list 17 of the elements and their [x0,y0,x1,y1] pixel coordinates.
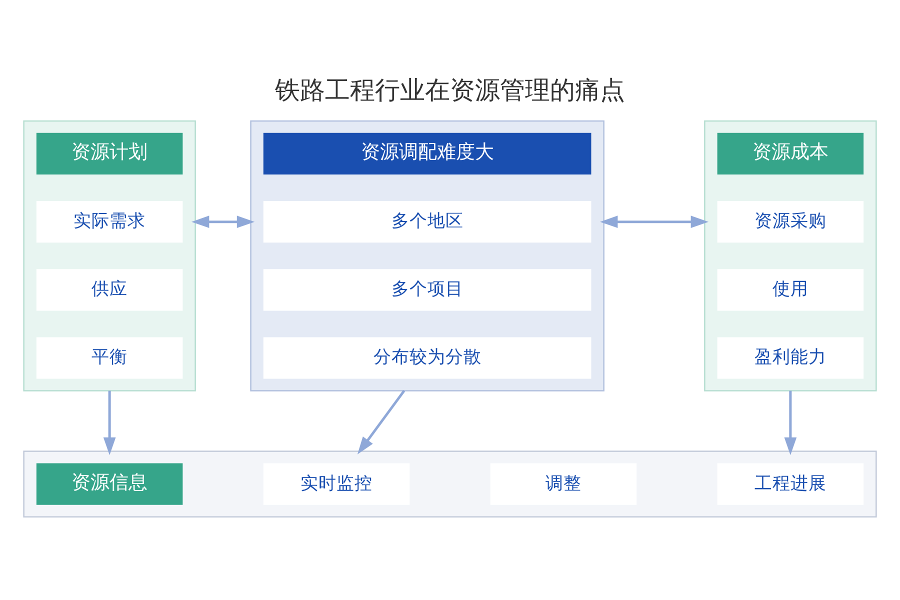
cluster [704,120,877,392]
arrow [600,216,708,228]
arrow [103,390,116,456]
node-box: 分布较为分散 [263,337,592,379]
arrow [192,216,255,228]
diagram-title: 铁路工程行业在资源管理的痛点 [275,75,625,104]
cluster [23,120,196,392]
node-box: 资源调配难度大 [263,132,592,175]
node-box: 多个地区 [263,201,592,243]
node-box: 资源信息 [36,463,183,505]
cluster [250,120,604,392]
cluster [23,450,877,518]
node-box: 资源成本 [717,132,864,175]
node-box: 多个项目 [263,269,592,311]
arrow [357,390,406,454]
node-box: 资源计划 [36,132,183,175]
arrow [784,390,797,456]
